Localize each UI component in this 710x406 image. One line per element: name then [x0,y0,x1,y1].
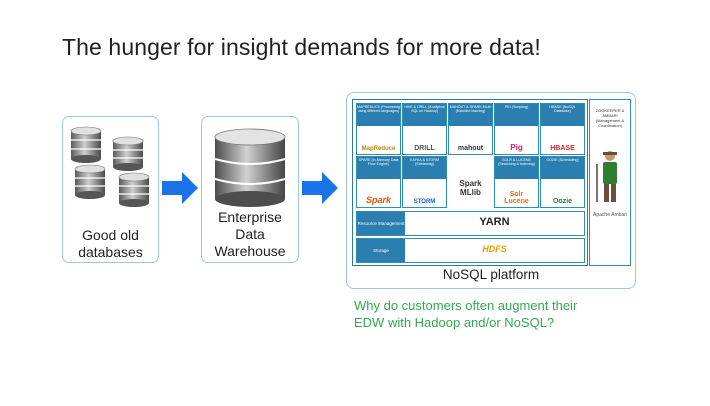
platform-label: NoSQL platform [442,267,540,282]
database-cylinders-icon [70,126,150,207]
database-icon [214,128,286,207]
tile-hive-drill: HIVE & DRILL (Analytical SQL on Hadoop) … [402,103,447,155]
question-text: Why do customers often augment their EDW… [354,298,578,330]
edw-card: Enterprise Data Warehouse [201,116,299,263]
zookeeper-ambari-tile: ZOOKEEPER & AMBARI (Management & Coordin… [589,99,631,266]
hadoop-ecosystem-diagram: MAPREDUCE (Processing using different la… [352,99,588,266]
tile-spark-mllib: Spark MLlib [448,156,493,208]
databases-card: Good old databases [62,116,159,263]
tile-oozie: OOZIE (Scheduling) Oozie [540,156,585,208]
tile-solr-lucene: SOLR & LUCENE (Searching & Indexing) Sol… [494,156,539,208]
yarn-strip: Resource Management YARN [356,211,585,236]
arrow-right-icon [162,172,198,204]
storage-strip: Storage HDFS [356,238,585,263]
tile-kafka-storm: KAFKA & STORM (Streaming) STORM [402,156,447,208]
slide-title: The hunger for insight demands for more … [62,34,541,60]
ambari-logo: Apache Ambari [593,212,627,218]
arrow-right-icon [302,172,338,204]
tile-spark: SPARK (In-Memory Data Flow Engine) Spark [356,156,401,208]
edw-label: Enterprise Data Warehouse [214,209,286,259]
tile-mapreduce: MAPREDUCE (Processing using different la… [356,103,401,155]
yarn-label: YARN [479,216,510,228]
hdfs-logo: HDFS [482,244,507,254]
zookeeper-icon [596,151,617,202]
tile-mahout: MAHOUT & SPARK MLlib (Machine learning) … [448,103,493,155]
nosql-platform-panel: MAPREDUCE (Processing using different la… [346,92,636,289]
tile-hbase: HBASE (NoSQL Database) HBASE [540,103,585,155]
databases-label: Good old databases [78,227,143,260]
tile-pig: PIG (Scripting) Pig [494,103,539,155]
